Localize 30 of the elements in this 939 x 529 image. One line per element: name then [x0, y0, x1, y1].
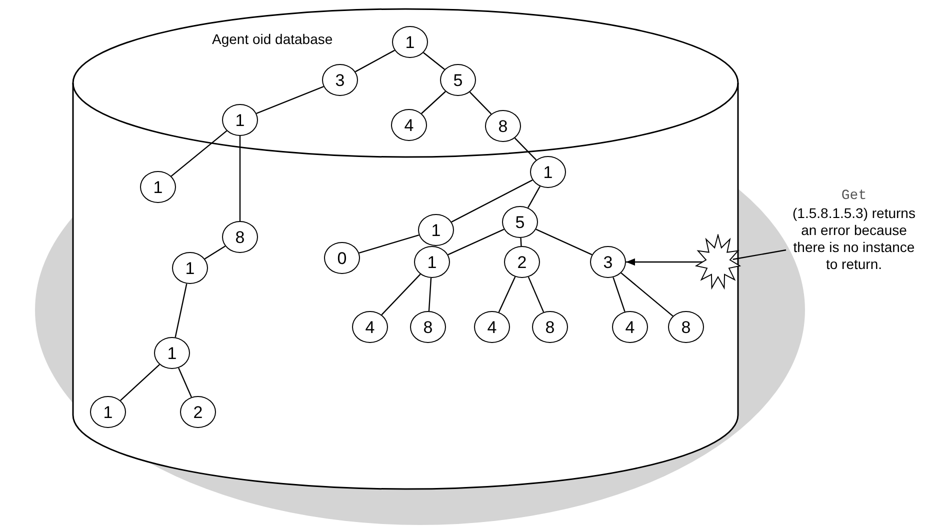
connector-line — [528, 186, 540, 208]
connector-line — [170, 130, 228, 177]
connector-line — [239, 136, 241, 221]
database-label: Agent oid database — [212, 31, 333, 47]
connector-line — [536, 228, 592, 256]
connector-line — [469, 92, 492, 114]
database-cylinder — [72, 8, 739, 490]
connector-line — [174, 284, 188, 338]
connector-line — [120, 364, 160, 401]
connector-line — [428, 278, 432, 312]
connector-line — [528, 276, 544, 312]
connector-line — [620, 272, 674, 317]
connector-line — [178, 368, 192, 398]
connector-line — [256, 86, 324, 114]
connector-line — [451, 180, 533, 222]
arrow — [626, 258, 703, 266]
connector-line — [381, 274, 421, 316]
connector-line — [498, 276, 516, 312]
connector-line — [520, 238, 522, 246]
command-text: Get — [840, 188, 868, 205]
connector-line — [448, 228, 504, 256]
connector-line — [358, 234, 420, 254]
connector-line — [204, 246, 226, 260]
connector-line — [612, 277, 626, 312]
connector-line — [355, 50, 395, 72]
connector-line — [421, 91, 446, 114]
connector-line — [732, 249, 786, 260]
note-text: (1.5.8.1.5.3) returns an error because there is no instance to return. — [792, 205, 916, 273]
connector-line — [423, 52, 445, 70]
connector-line — [514, 138, 537, 160]
